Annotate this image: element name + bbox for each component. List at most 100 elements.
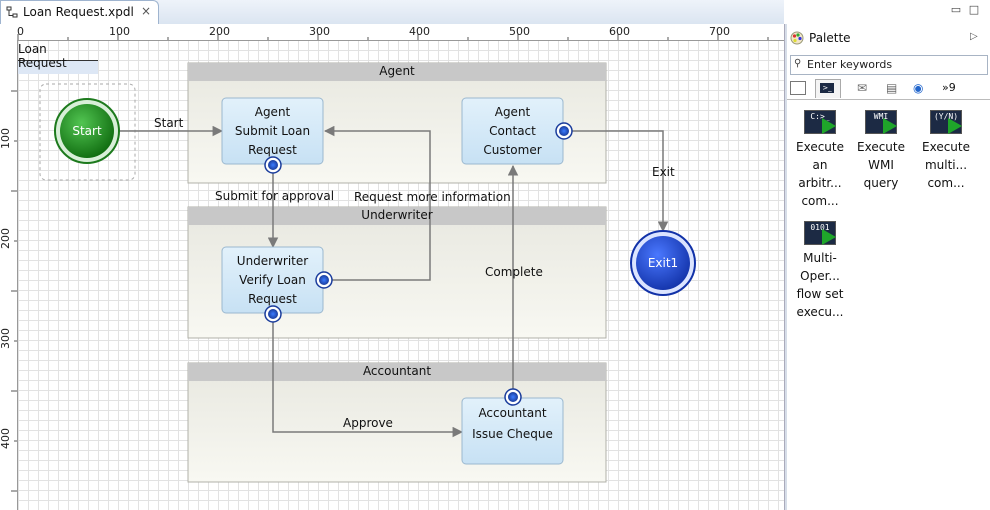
- transition-approve[interactable]: [272, 314, 464, 438]
- tab-command-line[interactable]: >_: [815, 79, 841, 98]
- transition-label-start: Start: [154, 116, 184, 130]
- wmi-query-icon: WMI: [865, 110, 897, 136]
- palette-search-placeholder: Enter keywords: [807, 58, 893, 71]
- tool-label: an: [812, 158, 828, 172]
- ruler-label: 500: [509, 25, 530, 38]
- task-name: Submit Loan: [234, 124, 311, 138]
- tool-label: Oper...: [800, 269, 840, 283]
- tab-general[interactable]: [790, 81, 806, 95]
- palette-panel: Palette ▷ ⚲ Enter keywords >_ ✉ ▤ ◉ »9 C…: [787, 24, 990, 510]
- transition-label-exit: Exit: [652, 165, 675, 179]
- maximize-icon[interactable]: □: [968, 3, 980, 16]
- transition-label-request-info: Request more information: [354, 190, 511, 204]
- tool-label: execu...: [796, 305, 844, 319]
- lane-agent-label: Agent: [379, 64, 415, 78]
- minimize-icon[interactable]: ▭: [950, 3, 962, 16]
- ruler-label: 400: [409, 25, 430, 38]
- tool-execute-multi-command[interactable]: (Y/N) Execute multi... com...: [913, 110, 979, 192]
- end-event-label: Exit1: [647, 256, 679, 270]
- more-tabs-button[interactable]: »9: [942, 81, 956, 94]
- multi-command-icon: (Y/N): [930, 110, 962, 136]
- editor-tab-label: Loan Request.xpdl: [23, 5, 134, 19]
- multi-operation-flow-icon: 0101: [804, 221, 836, 247]
- transition-request-more-information[interactable]: [323, 125, 431, 281]
- process-file-icon: [6, 6, 18, 18]
- task-role: Agent: [254, 105, 291, 119]
- ruler-label: 700: [709, 25, 730, 38]
- palette-title: Palette: [809, 31, 851, 45]
- task-name: Contact: [489, 124, 536, 138]
- task-role: Accountant: [478, 406, 547, 420]
- selection-outline: [39, 83, 136, 181]
- task-role: Underwriter: [236, 254, 309, 268]
- ruler-label: 300: [309, 25, 330, 38]
- task-name: Customer: [483, 143, 542, 157]
- diagram-title-highlight: [18, 60, 98, 74]
- diagram-title[interactable]: Loan Request: [18, 42, 98, 70]
- horizontal-ruler: 0 100 200 300 400 500 600 700: [17, 24, 784, 41]
- transition-label-approve: Approve: [343, 416, 393, 430]
- transition-label-submit: Submit for approval: [215, 189, 335, 203]
- palette-icon: [790, 31, 804, 45]
- tool-label: flow set: [796, 287, 844, 301]
- document-icon[interactable]: ▤: [886, 81, 898, 95]
- transition-label-complete: Complete: [485, 265, 543, 279]
- tool-label: WMI: [868, 158, 894, 172]
- ruler-label: 100: [109, 25, 130, 38]
- output-port-icon[interactable]: [264, 156, 282, 174]
- task-contact-text: Agent Contact Customer: [462, 103, 563, 160]
- output-port-icon[interactable]: [504, 388, 522, 406]
- tool-label: multi...: [924, 158, 968, 172]
- tool-execute-wmi-query[interactable]: WMI Execute WMI query: [848, 110, 914, 192]
- tool-label: com...: [927, 176, 965, 190]
- tool-label: query: [863, 176, 899, 190]
- tool-execute-arbitrary-command[interactable]: C:>_ Execute an arbitr... com...: [787, 110, 853, 210]
- start-event-label: Start: [72, 124, 102, 138]
- task-verify-text: Underwriter Verify Loan Request: [222, 252, 323, 309]
- close-icon[interactable]: ×: [141, 4, 152, 18]
- tool-label: Multi-: [803, 251, 837, 265]
- output-port-icon[interactable]: [555, 122, 573, 140]
- email-icon[interactable]: ✉: [857, 81, 868, 95]
- lane-accountant-label: Accountant: [362, 364, 432, 378]
- horizontal-ruler-ticks: [17, 34, 769, 40]
- ruler-label: 200: [209, 25, 230, 38]
- palette-tabs: >_ ✉ ▤ ◉ »9: [787, 79, 990, 100]
- transition-exit[interactable]: [564, 130, 669, 233]
- editor-tab[interactable]: Loan Request.xpdl ×: [0, 0, 159, 24]
- output-port-icon[interactable]: [315, 271, 333, 289]
- ruler-label: 600: [609, 25, 630, 38]
- vertical-ruler: 100 200 300 400: [0, 40, 18, 510]
- command-line-icon: C:>_: [804, 110, 836, 136]
- ruler-label: 0: [17, 25, 24, 38]
- process-diagram: [39, 62, 696, 483]
- tool-multi-operation-flow-set[interactable]: 0101 Multi- Oper... flow set execu...: [787, 221, 853, 321]
- output-port-icon[interactable]: [264, 305, 282, 323]
- tool-label: Execute: [922, 140, 970, 154]
- palette-header: Palette ▷: [787, 24, 990, 52]
- search-icon: ⚲: [794, 58, 802, 69]
- web-service-icon[interactable]: ◉: [913, 81, 924, 95]
- tool-label: com...: [801, 194, 839, 208]
- task-name: Request: [248, 292, 297, 306]
- task-name: Issue Cheque: [472, 427, 553, 441]
- collapse-arrow-icon[interactable]: ▷: [970, 31, 978, 42]
- tool-label: Execute: [796, 140, 844, 154]
- vertical-ruler-ticks: [11, 90, 17, 492]
- tool-label: Execute: [857, 140, 905, 154]
- task-name: Verify Loan: [239, 273, 306, 287]
- palette-search-input[interactable]: ⚲ Enter keywords: [790, 55, 988, 75]
- tool-label: arbitr...: [798, 176, 842, 190]
- task-submit-text: Agent Submit Loan Request: [222, 103, 323, 160]
- command-line-icon: >_: [820, 83, 834, 93]
- lane-header: [188, 207, 606, 225]
- lane-underwriter-label: Underwriter: [361, 208, 433, 222]
- lane-header: [188, 363, 606, 381]
- task-cheque-text: Accountant Issue Cheque: [462, 403, 563, 445]
- start-event[interactable]: [54, 98, 120, 164]
- lane-header: [188, 63, 606, 81]
- task-role: Agent: [494, 105, 531, 119]
- end-event[interactable]: [630, 230, 696, 296]
- palette-resize-handle[interactable]: [784, 24, 788, 510]
- window-controls: ▭□: [950, 2, 990, 18]
